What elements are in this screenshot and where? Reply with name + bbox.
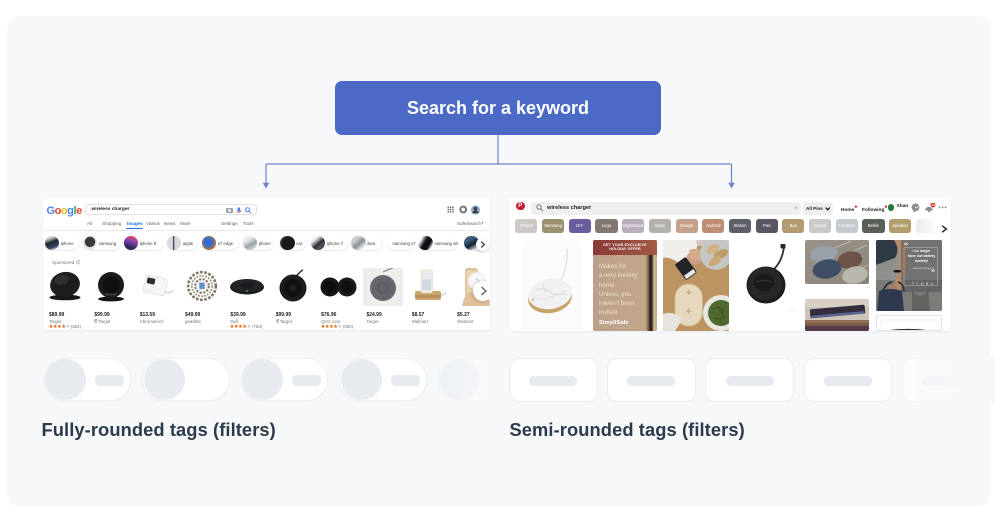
svg-text:10: 10	[931, 203, 935, 207]
